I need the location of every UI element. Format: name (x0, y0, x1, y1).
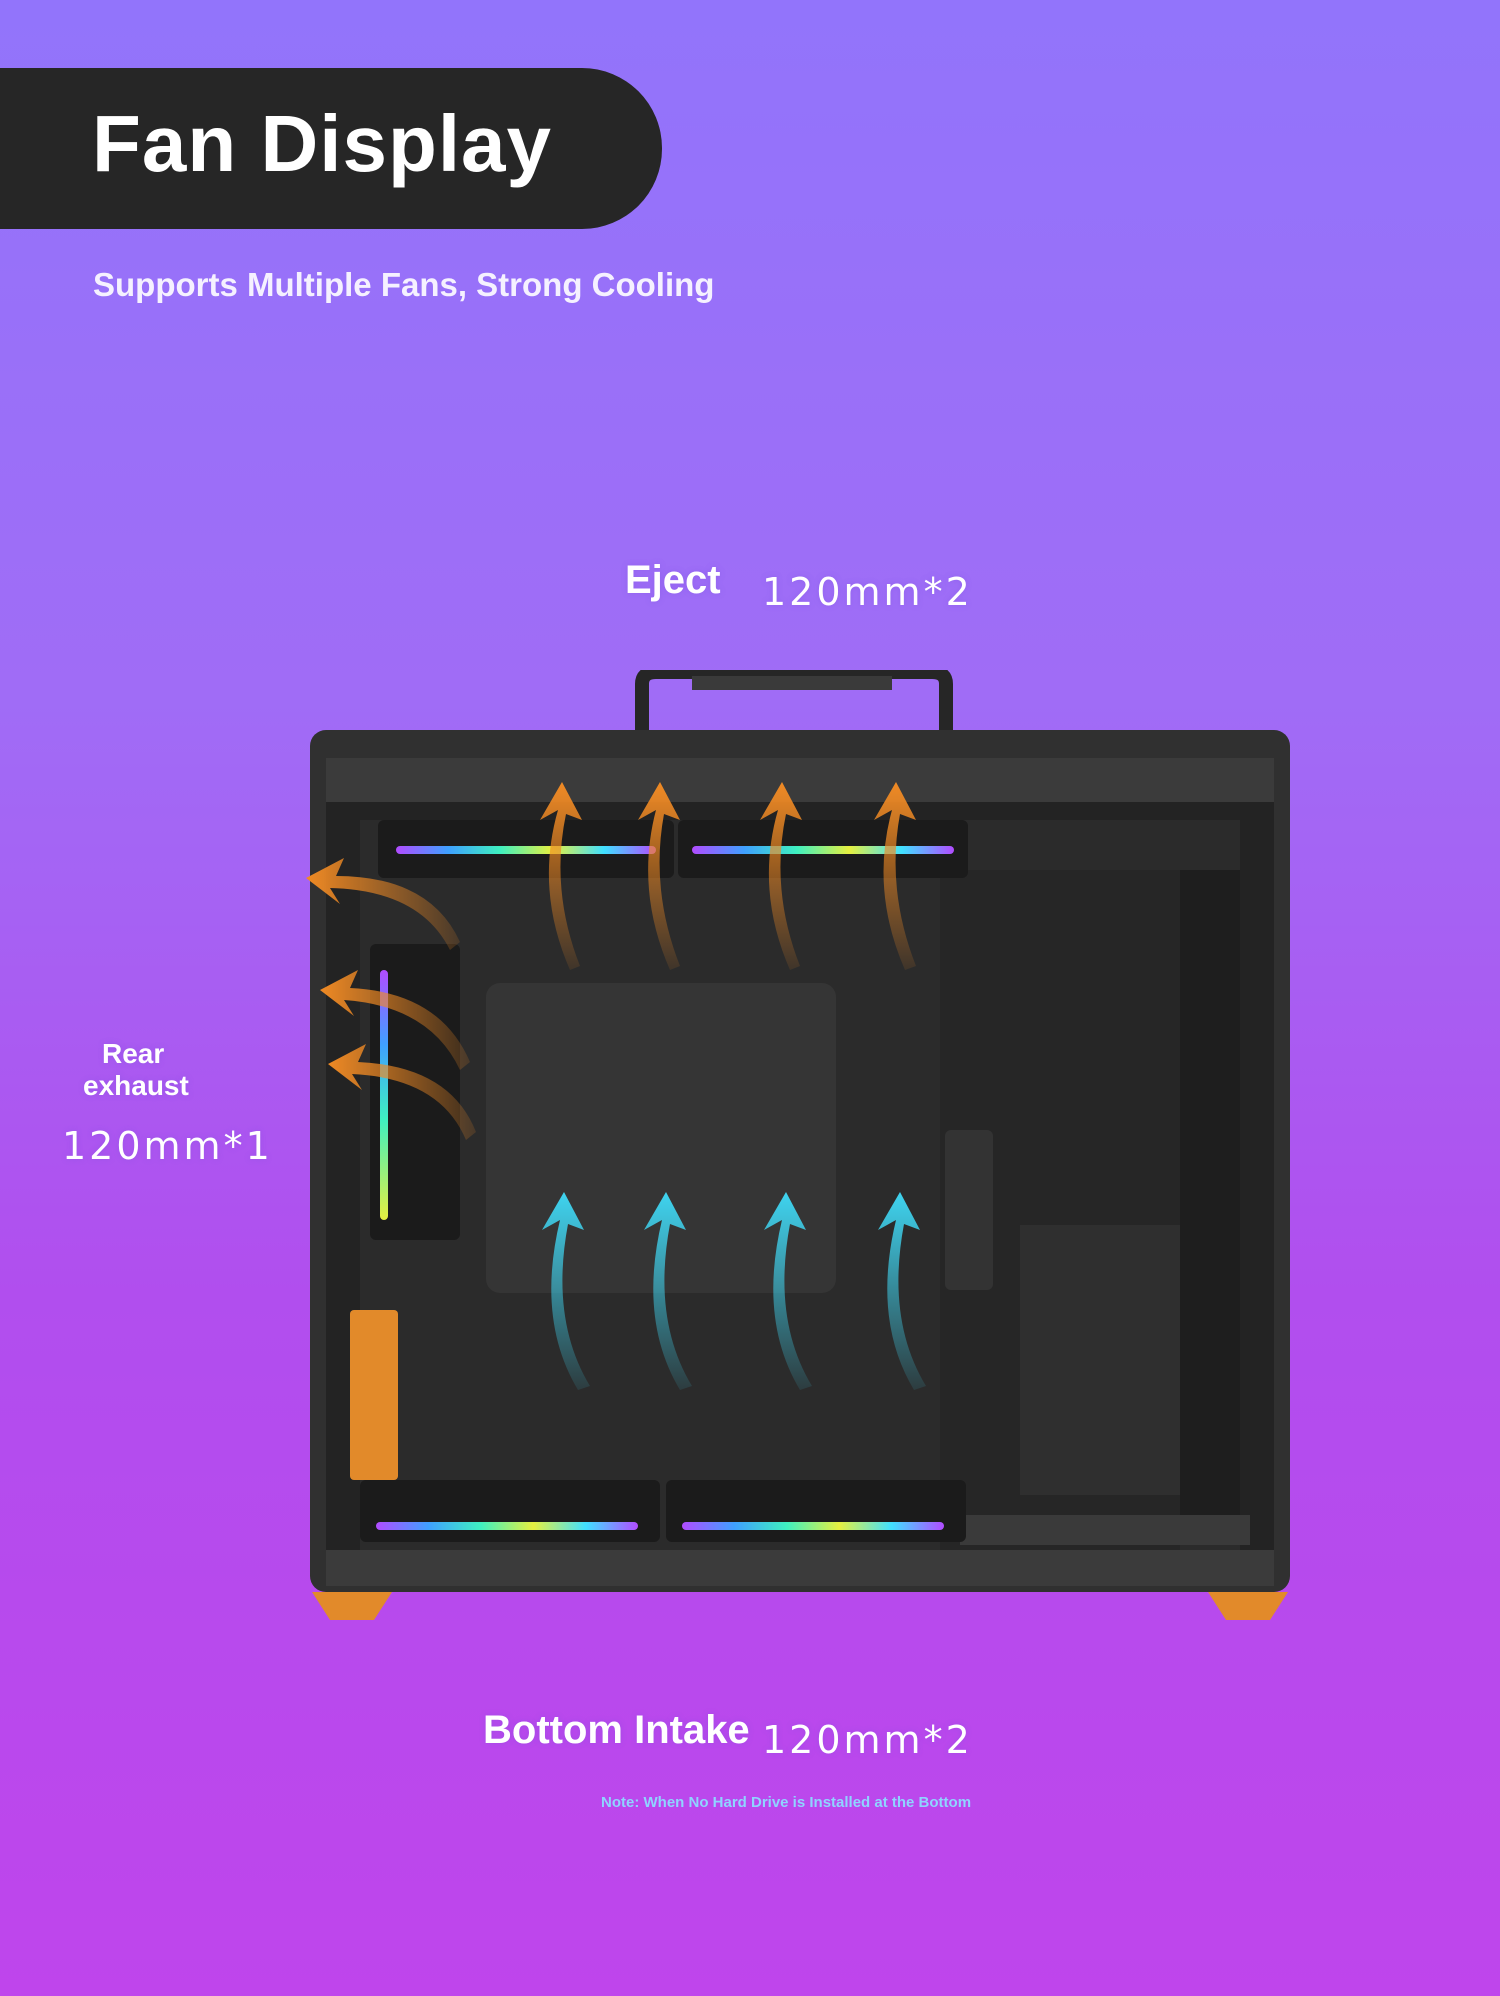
pc-case-illustration (300, 670, 1300, 1630)
cyan-curved-up-arrow-icon (542, 1192, 590, 1390)
rear-label-line2: exhaust (83, 1070, 189, 1101)
top-fan-2 (678, 820, 968, 878)
drive-cage (350, 1310, 398, 1480)
orange-curved-left-arrow-icon (328, 1044, 476, 1140)
orange-curved-up-arrow-icon (638, 782, 680, 970)
cyan-curved-up-arrow-icon (764, 1192, 812, 1390)
carry-handle (635, 670, 953, 732)
cyan-curved-up-arrow-icon (878, 1192, 926, 1390)
bottom-fan-1 (360, 1480, 660, 1542)
note-text: Note: When No Hard Drive is Installed at… (601, 1794, 972, 1811)
orange-curved-up-arrow-icon (760, 782, 802, 970)
bottom-intake-spec: 120mm*2 (762, 1718, 973, 1762)
orange-curved-up-arrow-icon (540, 782, 582, 970)
orange-curved-left-arrow-icon (320, 970, 470, 1070)
eject-spec: 120mm*2 (762, 570, 973, 614)
case-foot-right (1208, 1592, 1288, 1620)
case-foot-left (312, 1592, 392, 1620)
orange-curved-up-arrow-icon (874, 782, 916, 970)
rear-label-line1: Rear (102, 1038, 165, 1069)
bottom-intake-label: Bottom Intake (483, 1708, 750, 1752)
top-fan-1 (378, 820, 674, 878)
rear-spec: 120mm*1 (62, 1124, 273, 1168)
cyan-curved-up-arrow-icon (644, 1192, 692, 1390)
eject-label: Eject (625, 558, 721, 602)
orange-curved-left-arrow-icon (306, 858, 460, 950)
page-title: Fan Display (92, 99, 553, 188)
title-banner (0, 68, 662, 229)
page-subtitle: Supports Multiple Fans, Strong Cooling (93, 266, 715, 303)
bottom-fan-2 (666, 1480, 966, 1542)
